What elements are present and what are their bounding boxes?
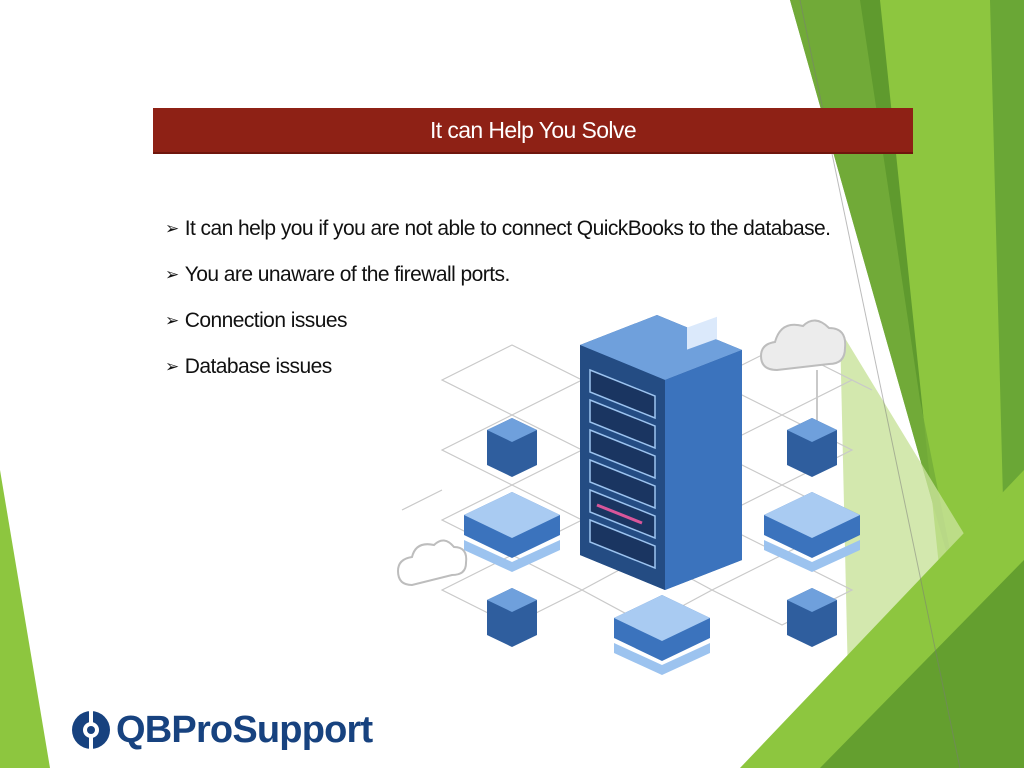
router-device bbox=[464, 492, 560, 572]
bullet-text: Database issues bbox=[184, 355, 333, 378]
bullet-item: ➢ You are unaware of the firewall ports. bbox=[165, 252, 830, 298]
bullet-item: ➢ Connection issues bbox=[165, 298, 830, 344]
router-device bbox=[614, 595, 710, 675]
server-network-illustration bbox=[396, 315, 873, 675]
logo: QBProSupport bbox=[70, 700, 373, 760]
bullet-text: Connection issues bbox=[184, 309, 348, 332]
arrow-bullet-icon: ➢ bbox=[165, 265, 179, 284]
bullet-list: ➢ It can help you if you are not able to… bbox=[165, 206, 831, 390]
router-device bbox=[764, 492, 860, 572]
arrow-bullet-icon: ➢ bbox=[165, 357, 179, 376]
server-tower bbox=[580, 315, 742, 590]
cube-node bbox=[487, 588, 537, 647]
left-green-triangle bbox=[0, 470, 50, 768]
cube-node bbox=[787, 588, 837, 647]
cube-node bbox=[487, 418, 537, 477]
bullet-text: You are unaware of the firewall ports. bbox=[184, 263, 511, 286]
arrow-bullet-icon: ➢ bbox=[165, 219, 179, 238]
title-bar: It can Help You Solve bbox=[153, 108, 913, 154]
qb-logo-icon bbox=[72, 706, 110, 754]
cloud-icon bbox=[396, 539, 468, 587]
cube-node bbox=[787, 418, 837, 477]
bottom-right-dark-green bbox=[820, 560, 1024, 768]
cloud-icon bbox=[759, 319, 847, 372]
bullet-item: ➢ Database issues bbox=[165, 344, 830, 390]
logo-text: QBProSupport bbox=[116, 708, 373, 751]
bullet-text: It can help you if you are not able to c… bbox=[184, 217, 831, 240]
bullet-item: ➢ It can help you if you are not able to… bbox=[165, 206, 831, 252]
slide-title: It can Help You Solve bbox=[429, 116, 637, 143]
arrow-bullet-icon: ➢ bbox=[165, 311, 179, 330]
